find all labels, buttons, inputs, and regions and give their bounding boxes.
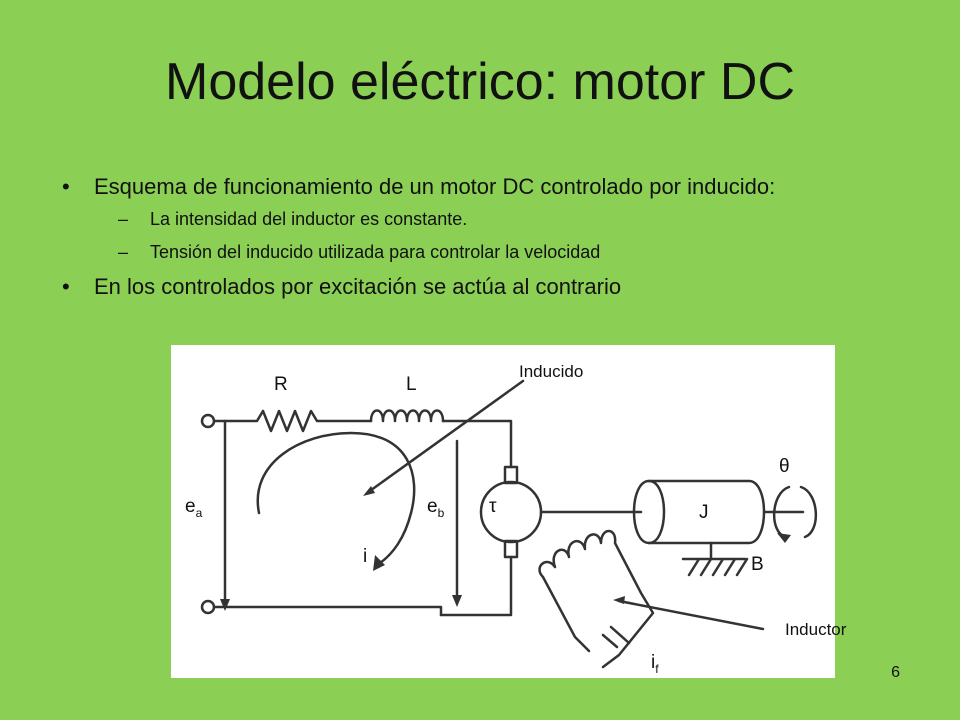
wire-to-motor xyxy=(441,419,513,469)
label-current: i xyxy=(363,546,368,567)
label-inductor: Inductor xyxy=(785,620,847,639)
label-eb-sub: b xyxy=(437,505,445,520)
ea-arrowhead xyxy=(220,599,230,611)
bottom-wire xyxy=(212,605,443,617)
bullet-list: Esquema de funcionamiento de un motor DC… xyxy=(62,174,882,300)
terminal-top xyxy=(200,413,216,429)
label-theta: θ xyxy=(779,456,790,477)
current-arrowhead xyxy=(373,555,385,571)
page-number: 6 xyxy=(891,664,900,681)
label-friction: B xyxy=(751,554,764,575)
top-wire xyxy=(212,409,373,433)
sub-bullet-field-current: La intensidad del inductor es constante. xyxy=(62,208,882,230)
label-if-main: i xyxy=(651,652,656,673)
terminal-bottom xyxy=(200,599,216,615)
bullet-armature-controlled: Esquema de funcionamiento de un motor DC… xyxy=(62,174,882,200)
label-tau: τ xyxy=(489,496,497,517)
pointer-inducido-head xyxy=(363,486,375,496)
slide-title: Modelo eléctrico: motor DC xyxy=(165,53,795,111)
brush-bottom xyxy=(503,539,519,559)
field-winding xyxy=(538,529,655,669)
label-resistor: R xyxy=(274,374,288,395)
label-inertia: J xyxy=(699,502,709,523)
bullet-field-controlled: En los controlados por excitación se act… xyxy=(62,274,882,300)
label-ea-sub: a xyxy=(195,505,203,520)
label-eb-main: e xyxy=(427,496,438,517)
wire-from-motor xyxy=(439,555,513,617)
load-cylinder-front xyxy=(647,479,666,545)
label-ea-main: e xyxy=(185,496,196,517)
label-inductance: L xyxy=(406,374,417,395)
circuit-drawing xyxy=(200,379,818,669)
load-cylinder xyxy=(632,479,766,545)
current-arc xyxy=(256,431,416,567)
pointer-inductor-head xyxy=(613,596,625,604)
friction-ground xyxy=(681,557,749,577)
pointer-inducido xyxy=(365,379,525,495)
label-ea: ea xyxy=(185,497,202,519)
field-battery xyxy=(601,625,631,649)
label-inducido: Inducido xyxy=(519,362,584,381)
rotation-arrowhead xyxy=(777,533,791,543)
label-if-sub: f xyxy=(655,661,659,676)
sub-bullet-armature-voltage: Tensión del inducido utilizada para cont… xyxy=(62,241,882,263)
label-field-current: if xyxy=(651,653,659,675)
dc-motor-diagram: R L Inducido θ ea eb τ J i B Inductor if xyxy=(171,345,846,678)
pointer-inductor xyxy=(617,599,765,631)
inductor-coil xyxy=(369,409,445,423)
eb-arrowhead xyxy=(452,595,462,607)
label-eb: eb xyxy=(427,497,444,519)
brush-top xyxy=(503,465,519,485)
